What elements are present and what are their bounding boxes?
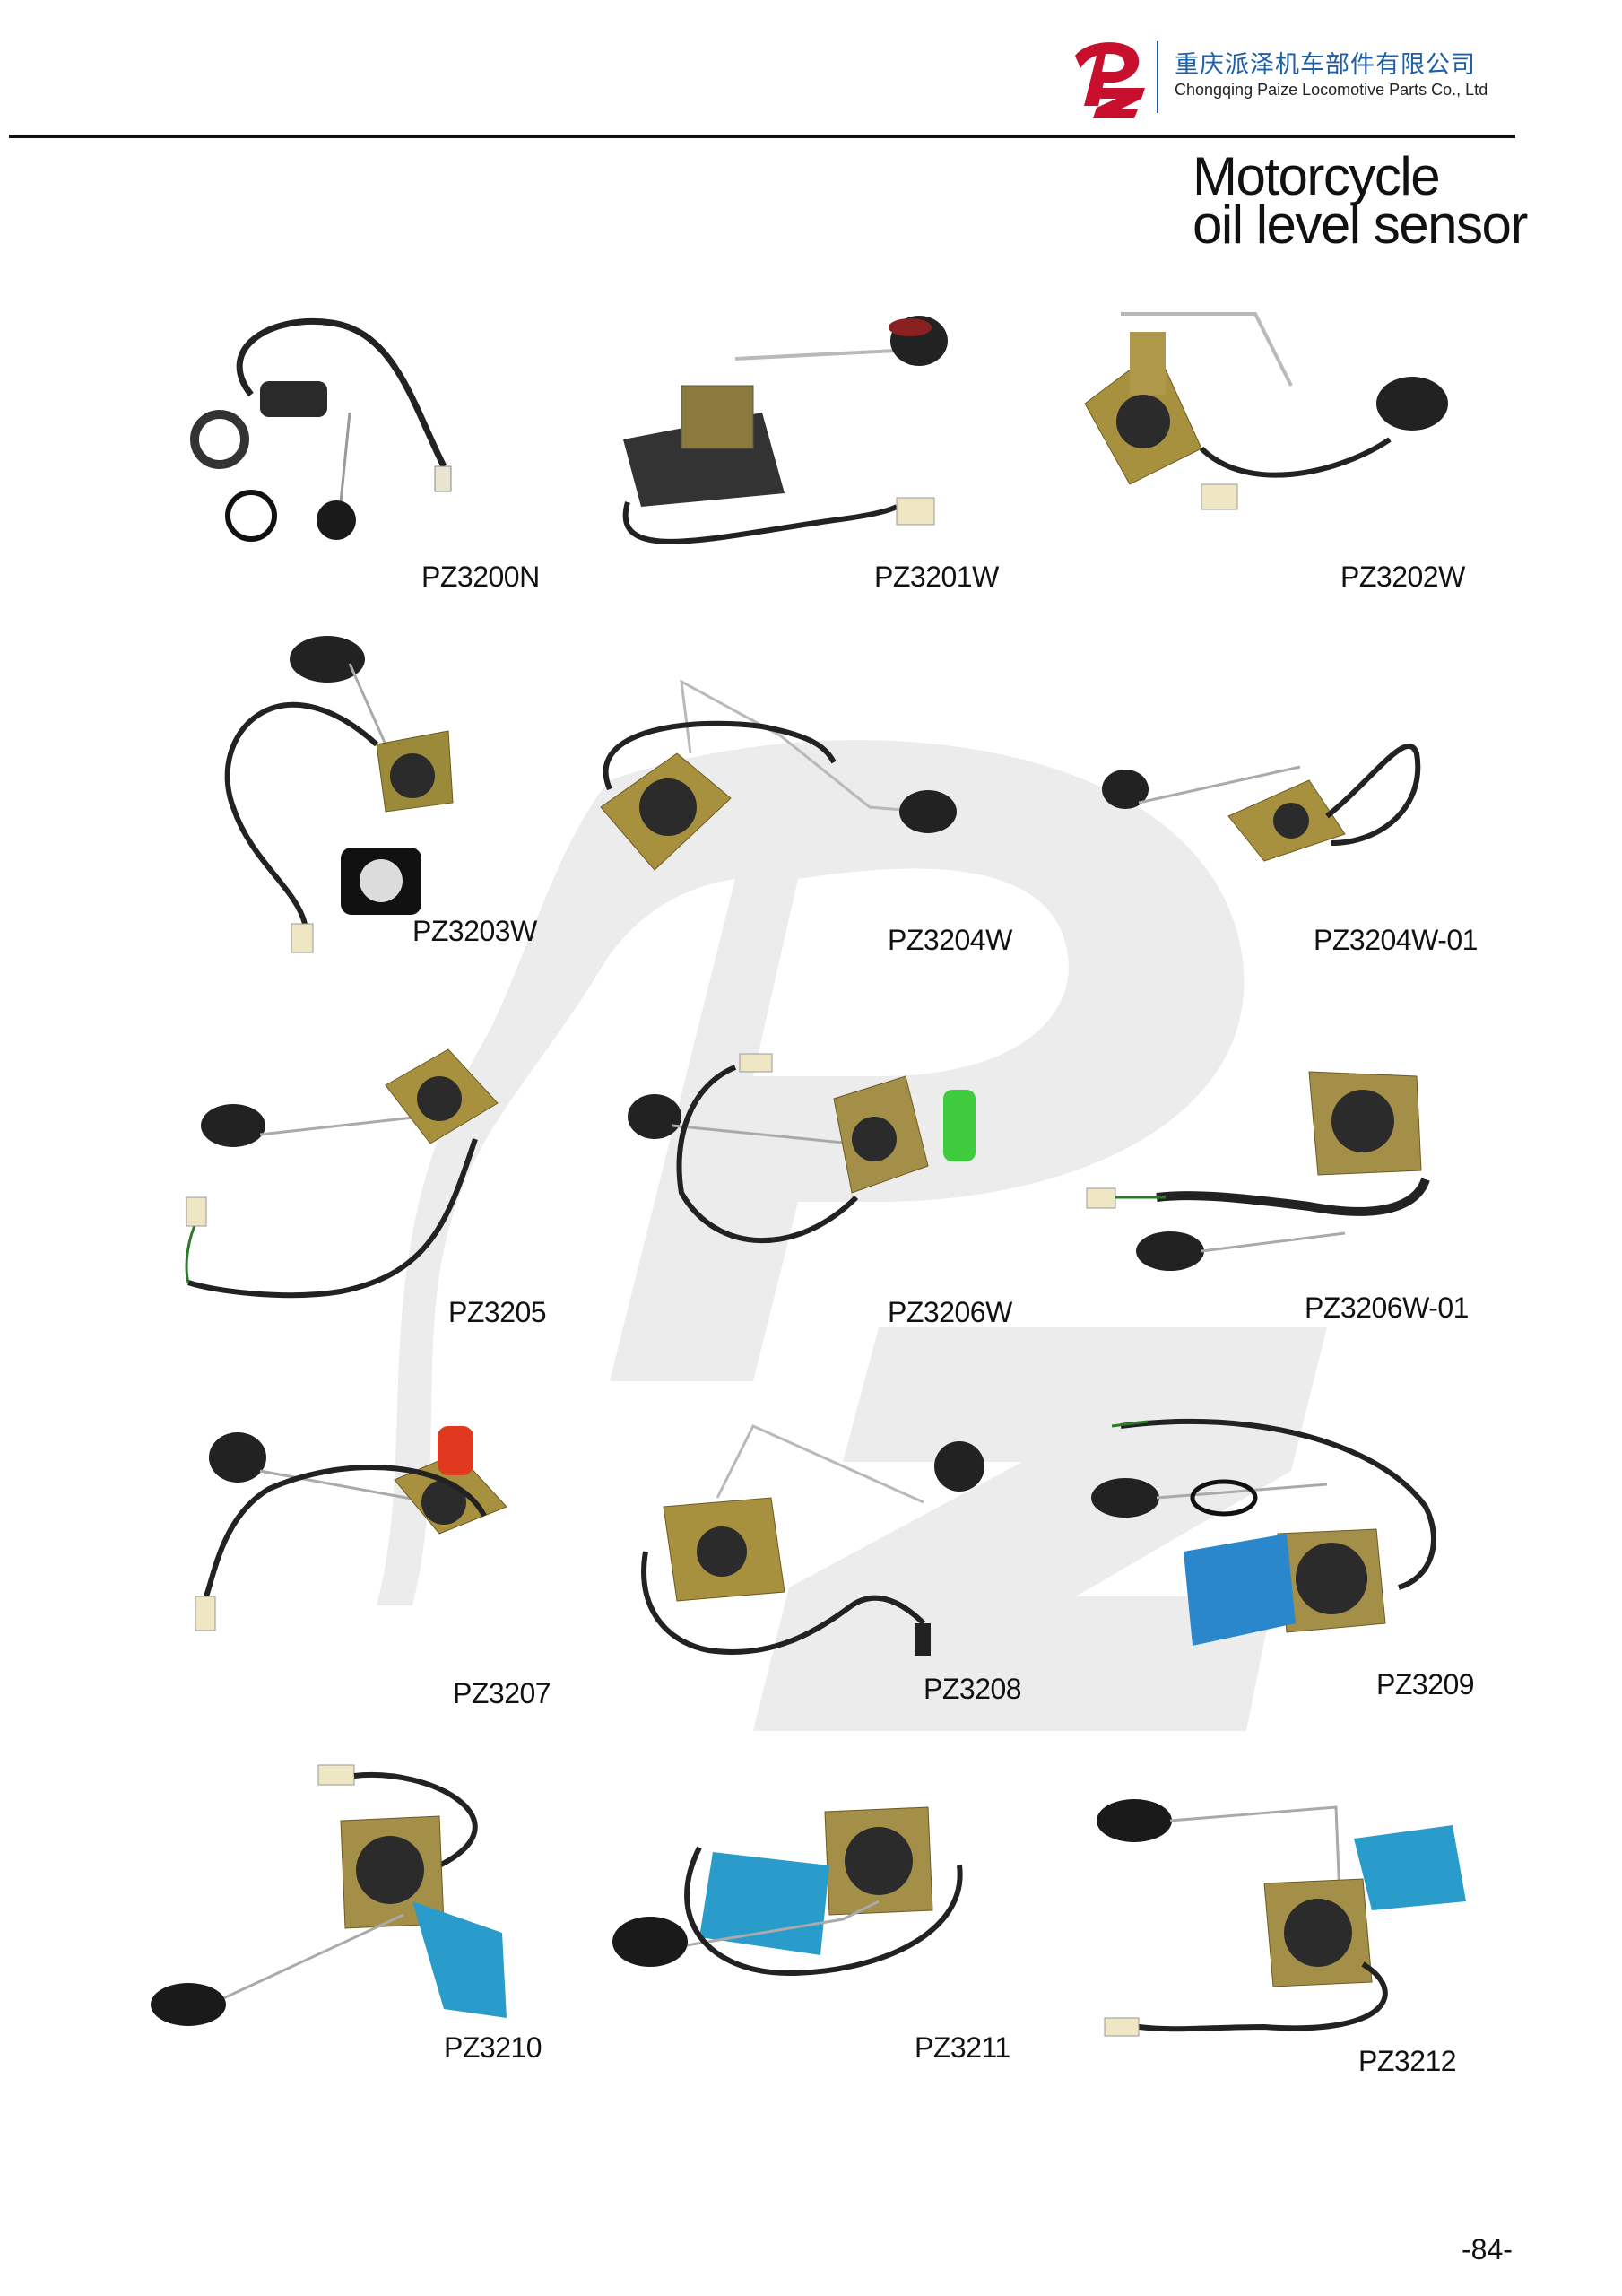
product-pz3204w: PZ3204W: [592, 673, 1012, 969]
product-code: PZ3202W: [1340, 561, 1465, 593]
product-pz3210: PZ3210: [134, 1758, 547, 2081]
product-code: PZ3204W-01: [1314, 924, 1478, 956]
company-name-english: Chongqing Paize Locomotive Parts Co., Lt…: [1175, 81, 1488, 99]
product-code: PZ3204W: [888, 924, 1012, 956]
watermark-logo: [377, 740, 1327, 1731]
product-pz3202w: PZ3202W: [1067, 296, 1479, 601]
product-pz3206w: PZ3206W: [619, 1049, 1013, 1336]
product-photo-pz3208: [641, 1424, 984, 1656]
brand-logo-icon: [1075, 42, 1145, 118]
product-pz3209: PZ3209: [1076, 1408, 1488, 1722]
product-code: PZ3208: [924, 1673, 1022, 1705]
product-photo-pz3203w: [224, 636, 454, 953]
product-pz3204w-01: PZ3204W-01: [1085, 709, 1497, 969]
product-photo-pz3204w: [600, 679, 957, 871]
product-code: PZ3200N: [421, 561, 540, 593]
product-pz3201w: PZ3201W: [601, 296, 1013, 601]
product-photo-pz3210: [151, 1764, 507, 2026]
product-pz3212: PZ3212: [1085, 1785, 1497, 2090]
page-number: -84-: [1462, 2233, 1513, 2266]
product-photo-pz3212: [1097, 1799, 1466, 2037]
product-photo-pz3201w: [622, 316, 948, 544]
product-pz3207: PZ3207: [188, 1417, 583, 1722]
header-rule: [9, 135, 1515, 138]
page-title: Motorcycle oil level sensor: [1193, 146, 1528, 255]
product-photo-pz3211: [612, 1806, 963, 1977]
product-photo-pz3202w: [1084, 312, 1448, 510]
product-code: PZ3211: [915, 2031, 1010, 2064]
product-code: PZ3210: [444, 2031, 542, 2064]
product-pz3206w-01: PZ3206W-01: [1076, 1063, 1488, 1336]
product-pz3211: PZ3211: [601, 1794, 1010, 2081]
header-divider: [1157, 41, 1158, 113]
page-title-line-1: Motorcycle: [1193, 146, 1441, 206]
product-code: PZ3209: [1376, 1668, 1475, 1700]
company-name-chinese: 重庆派泽机车部件有限公司: [1175, 51, 1476, 79]
product-code: PZ3206W: [888, 1296, 1012, 1328]
product-pz3205: PZ3205: [179, 1040, 574, 1336]
product-code: PZ3206W-01: [1305, 1292, 1469, 1324]
product-code: PZ3203W: [412, 915, 537, 947]
product-code: PZ3201W: [874, 561, 999, 593]
product-photo-pz3205: [185, 1048, 499, 1299]
product-photo-pz3206w: [628, 1053, 976, 1244]
product-pz3200n: PZ3200N: [179, 296, 556, 601]
product-code: PZ3205: [448, 1296, 547, 1328]
page-title-line-2: oil level sensor: [1193, 195, 1528, 255]
product-pz3203w: PZ3203W: [206, 628, 583, 960]
product-pz3208: PZ3208: [628, 1424, 1022, 1722]
product-code: PZ3207: [453, 1677, 551, 1709]
product-code: PZ3212: [1358, 2045, 1457, 2077]
product-photo-pz3200n: [190, 318, 452, 542]
product-photo-pz3207: [195, 1426, 507, 1631]
product-photo-pz3204w-01: [1102, 744, 1421, 862]
product-photo-pz3209: [1091, 1418, 1436, 1646]
product-photo-pz3206w-01: [1086, 1071, 1430, 1271]
